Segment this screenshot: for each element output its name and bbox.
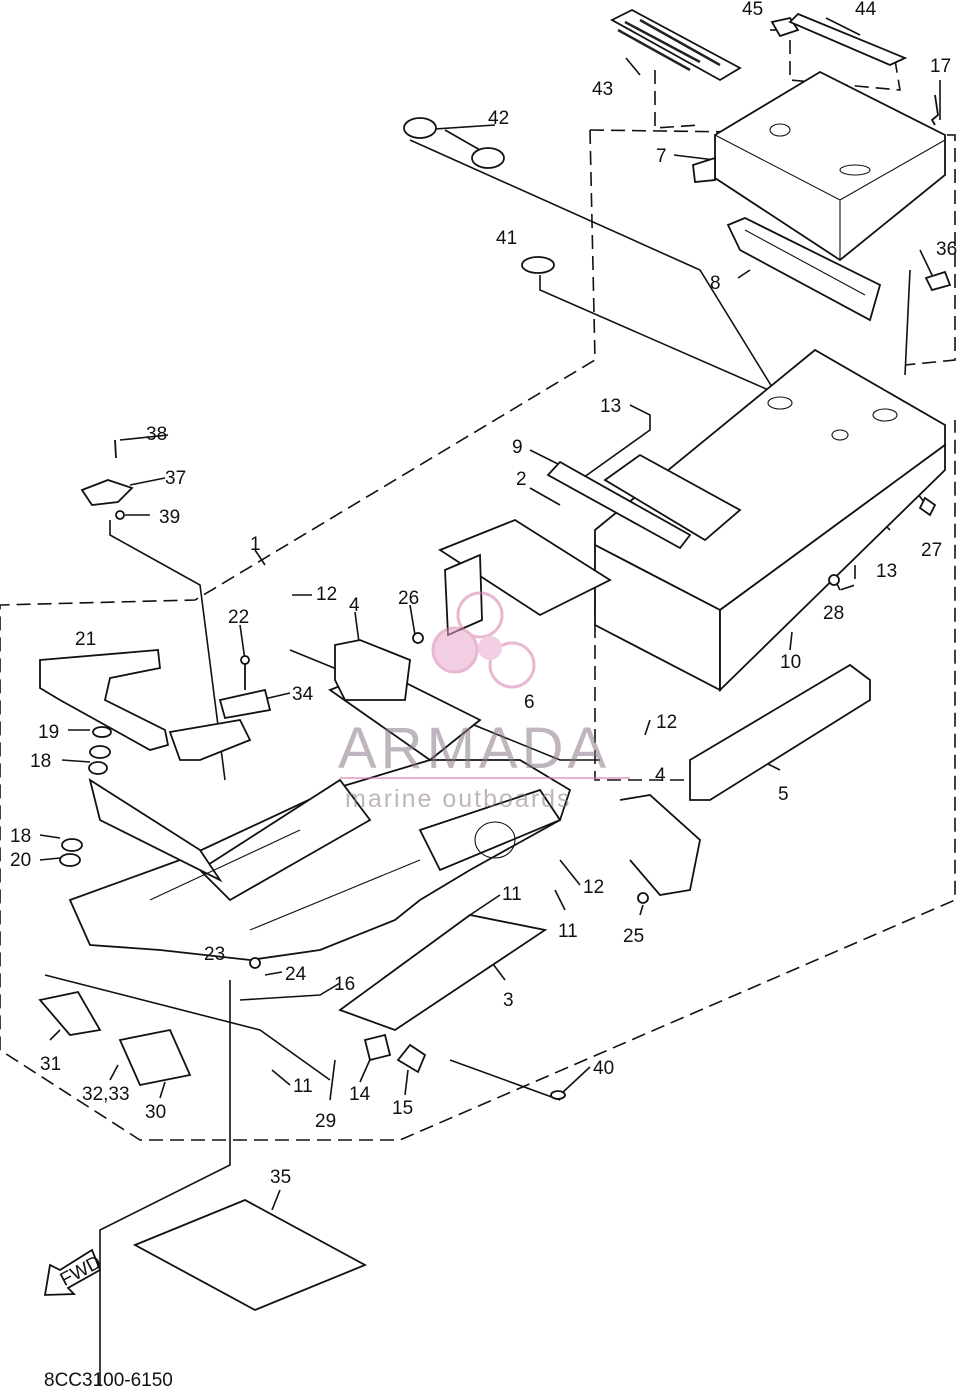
callout-45: 45 bbox=[742, 0, 763, 20]
callout-32-33: 32,33 bbox=[82, 1084, 130, 1105]
callout-4a: 4 bbox=[349, 595, 360, 616]
part-5-beam bbox=[689, 663, 871, 801]
part-37-bracket bbox=[80, 479, 134, 506]
part-26-nut bbox=[412, 632, 424, 644]
part-42-grommets bbox=[403, 117, 505, 169]
part-25-nut bbox=[637, 892, 649, 904]
callout-3: 3 bbox=[503, 990, 514, 1011]
part-14-bracket bbox=[363, 1033, 392, 1062]
watermark: ARMADA marine outboards bbox=[338, 591, 630, 813]
part-17-screw bbox=[930, 94, 939, 126]
callout-19: 19 bbox=[38, 722, 59, 743]
callout-31: 31 bbox=[40, 1054, 61, 1075]
callout-23: 23 bbox=[204, 944, 225, 965]
part-28-nut bbox=[828, 574, 840, 586]
callout-2: 2 bbox=[516, 469, 527, 490]
fwd-arrow-icon: FWD bbox=[43, 1248, 105, 1296]
part-4b-guard bbox=[619, 794, 701, 896]
callout-14: 14 bbox=[349, 1084, 371, 1105]
callout-25: 25 bbox=[623, 926, 644, 947]
callout-21: 21 bbox=[75, 629, 96, 650]
part-43-decal bbox=[610, 8, 742, 82]
callout-36: 36 bbox=[936, 239, 957, 260]
part-40-plug bbox=[550, 1090, 566, 1100]
callout-11b: 11 bbox=[558, 921, 578, 942]
callout-35: 35 bbox=[270, 1167, 291, 1188]
callout-29: 29 bbox=[315, 1111, 336, 1132]
callout-10: 10 bbox=[780, 652, 801, 673]
callout-43: 43 bbox=[592, 79, 613, 100]
part-1-main-frame bbox=[68, 669, 572, 961]
watermark-tagline: marine outboards bbox=[345, 785, 572, 813]
callouts: 45 44 17 43 42 7 41 36 8 13 38 9 37 2 39… bbox=[10, 0, 957, 1188]
part-39-nut bbox=[115, 510, 125, 520]
part-15-bracket bbox=[396, 1043, 427, 1074]
callout-24: 24 bbox=[285, 964, 307, 985]
callout-40: 40 bbox=[593, 1058, 614, 1079]
callout-42: 42 bbox=[488, 108, 509, 129]
callout-41: 41 bbox=[496, 228, 517, 249]
callout-34: 34 bbox=[292, 684, 314, 705]
callout-39: 39 bbox=[159, 507, 180, 528]
part-35-mat bbox=[132, 1199, 368, 1311]
part-31-grip bbox=[38, 990, 102, 1036]
part-22-bolt bbox=[240, 655, 250, 690]
part-21-bar bbox=[39, 649, 252, 761]
watermark-brand: ARMADA bbox=[338, 716, 610, 781]
part-38-screw bbox=[114, 439, 117, 459]
callout-26: 26 bbox=[398, 588, 419, 609]
callout-17: 17 bbox=[930, 56, 951, 77]
callout-5: 5 bbox=[778, 784, 789, 805]
callout-22: 22 bbox=[228, 607, 249, 628]
part-8-plate bbox=[726, 217, 882, 322]
part-44-strip bbox=[788, 12, 908, 66]
callout-18a: 18 bbox=[30, 751, 51, 772]
callout-1: 1 bbox=[250, 534, 261, 555]
callout-4b: 4 bbox=[655, 765, 666, 786]
part-34-plate bbox=[218, 688, 272, 720]
callout-7: 7 bbox=[656, 146, 667, 167]
part-19-ring bbox=[92, 726, 112, 738]
part-7-cover bbox=[692, 70, 946, 262]
callout-12a: 12 bbox=[316, 584, 337, 605]
callout-6: 6 bbox=[524, 692, 535, 713]
leader-lines bbox=[39, 17, 941, 1385]
callout-11a: 11 bbox=[502, 884, 522, 905]
callout-28: 28 bbox=[823, 603, 844, 624]
callout-13a: 13 bbox=[600, 396, 621, 417]
callout-16: 16 bbox=[334, 974, 355, 995]
callout-12b: 12 bbox=[656, 712, 677, 733]
callout-12c: 12 bbox=[583, 877, 604, 898]
part-30-grip bbox=[118, 1028, 192, 1087]
part-41-grommet bbox=[521, 256, 555, 274]
callout-30: 30 bbox=[145, 1102, 166, 1123]
part-9-rail bbox=[546, 453, 742, 550]
callout-11c: 11 bbox=[293, 1076, 313, 1097]
part-24-nut bbox=[249, 957, 261, 969]
diagram-code: 8CC3100-6150 bbox=[44, 1370, 173, 1391]
part-4a-guard bbox=[334, 639, 411, 701]
watermark-logo-icon bbox=[431, 591, 536, 689]
part-2-lower-panel bbox=[438, 518, 612, 637]
callout-15: 15 bbox=[392, 1098, 413, 1119]
callout-38: 38 bbox=[146, 424, 167, 445]
callout-13b: 13 bbox=[876, 561, 897, 582]
callout-37: 37 bbox=[165, 468, 186, 489]
part-36-clip bbox=[924, 270, 952, 292]
callout-27: 27 bbox=[921, 540, 942, 561]
part-3-skid bbox=[338, 914, 548, 1032]
part-18-20-bushings bbox=[59, 745, 111, 867]
callout-20: 20 bbox=[10, 850, 31, 871]
callout-44: 44 bbox=[855, 0, 877, 20]
callout-9: 9 bbox=[512, 437, 523, 458]
callout-8: 8 bbox=[710, 273, 721, 294]
callout-18b: 18 bbox=[10, 826, 31, 847]
part-27-bolt bbox=[918, 496, 937, 517]
